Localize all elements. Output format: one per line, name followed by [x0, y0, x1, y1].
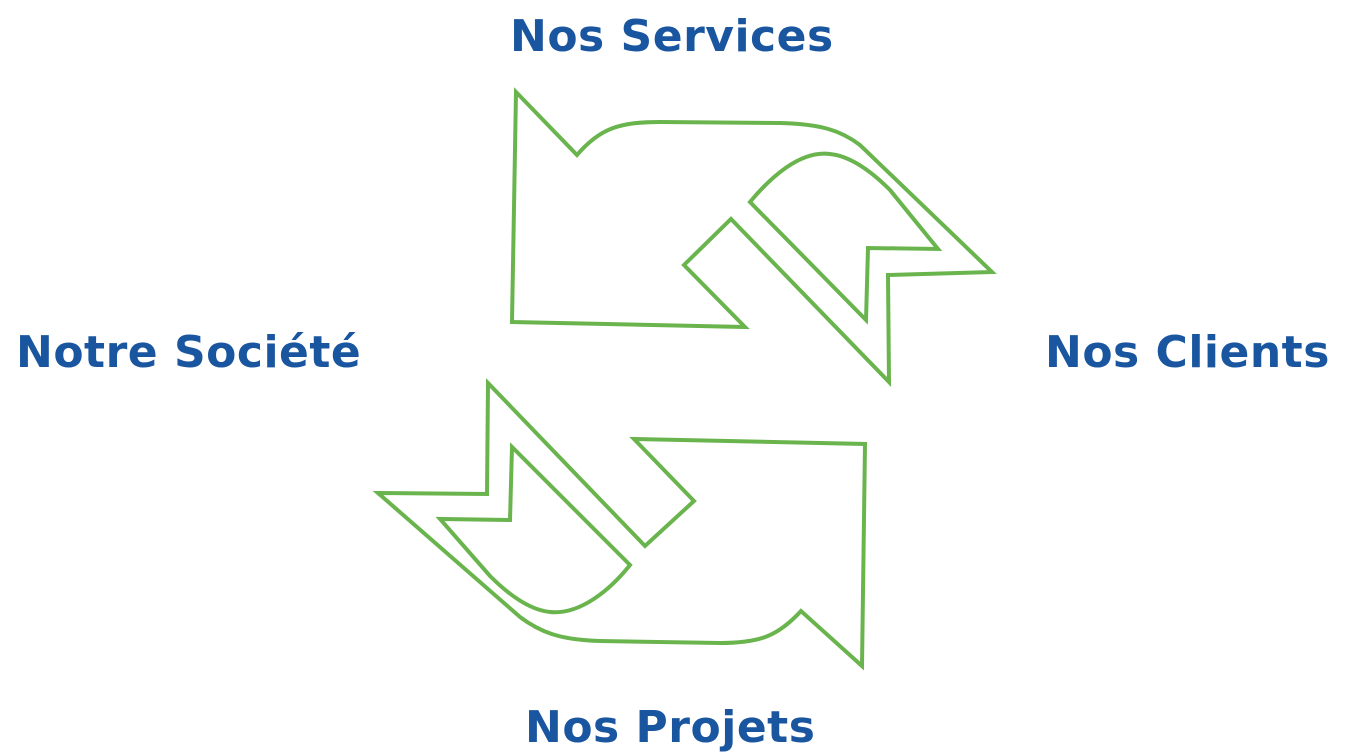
lower-cycle-arrow-icon	[372, 378, 868, 671]
lower-cycle-arrow-head-icon	[435, 442, 633, 615]
upper-cycle-arrow-icon	[509, 87, 997, 387]
label-notre-societe: Notre Société	[16, 327, 362, 378]
upper-cycle-arrow-head-icon	[747, 151, 943, 325]
label-nos-clients: Nos Clients	[1045, 327, 1330, 378]
label-nos-services: Nos Services	[510, 11, 834, 62]
label-nos-projets: Nos Projets	[525, 702, 816, 753]
